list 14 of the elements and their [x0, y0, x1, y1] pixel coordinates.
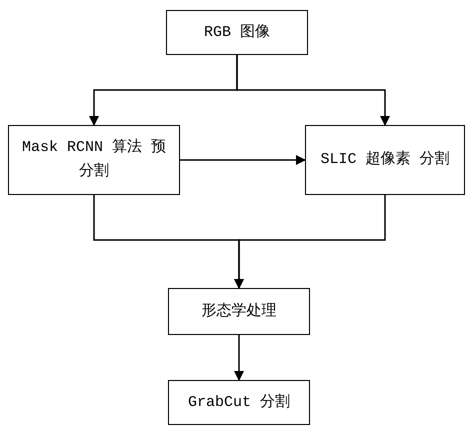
- process-box: [168, 380, 310, 425]
- arrow: [180, 155, 306, 165]
- box-label: GrabCut 分割: [188, 392, 290, 412]
- process-box: [8, 125, 180, 195]
- box-label: RGB 图像: [204, 22, 270, 42]
- arrow: [236, 55, 390, 126]
- process-box: [168, 288, 310, 335]
- box-label: SLIC 超像素 分割: [320, 150, 450, 170]
- box-label: 形态学处理: [202, 302, 276, 322]
- process-box: [305, 125, 465, 195]
- arrow: [234, 195, 386, 289]
- box-label: Mask RCNN 算法 预分割: [20, 138, 168, 182]
- arrow: [234, 335, 244, 381]
- process-box: [166, 10, 308, 55]
